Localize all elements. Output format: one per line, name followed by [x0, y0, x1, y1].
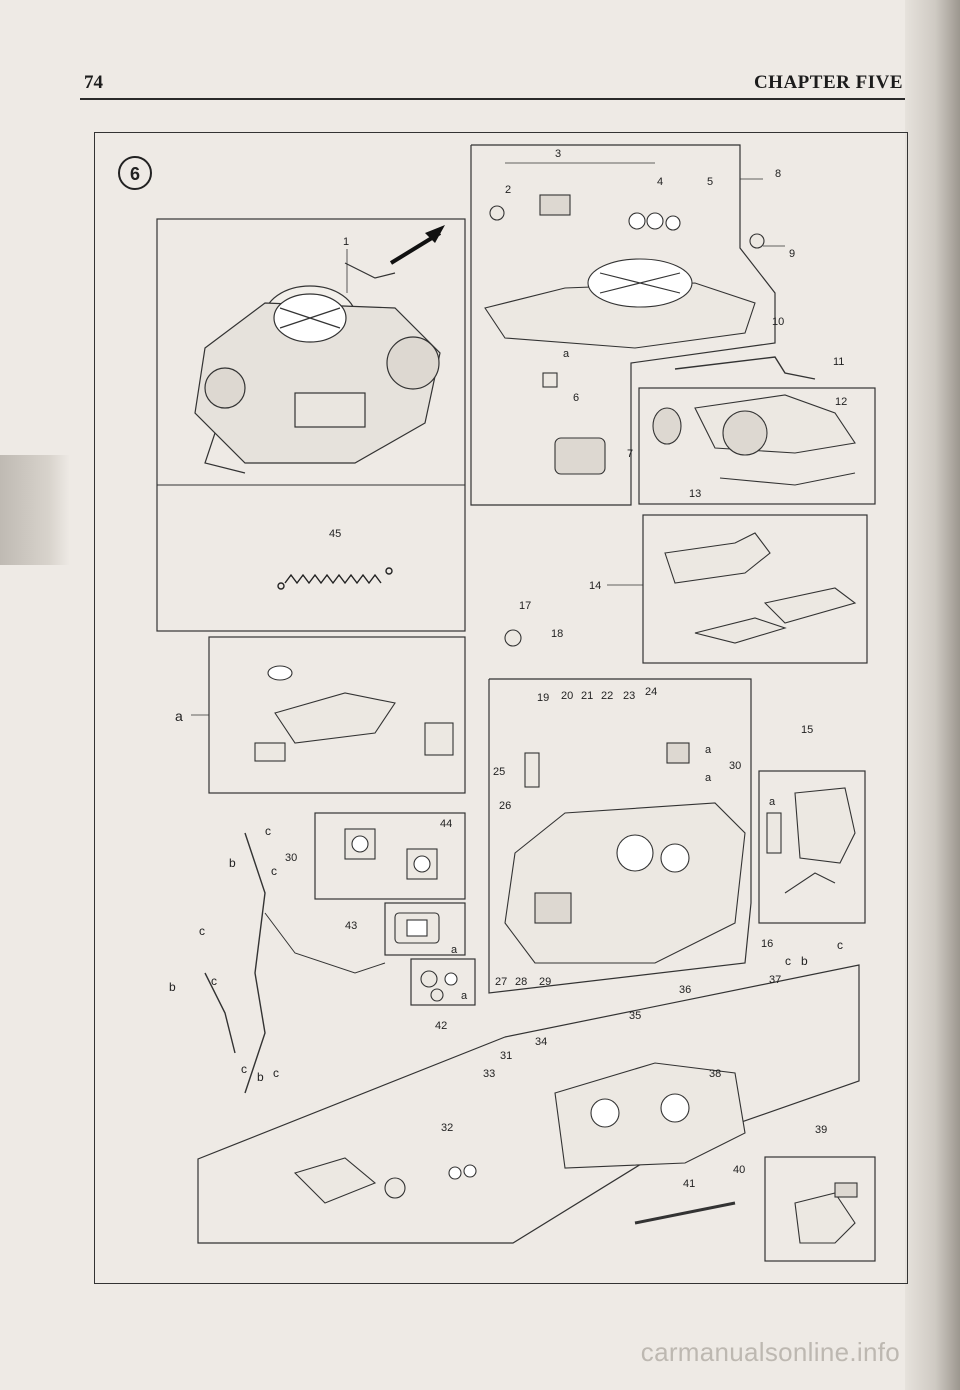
svg-text:b: b — [229, 856, 236, 870]
svg-text:43: 43 — [345, 920, 357, 932]
overhaul-kit-box: a — [175, 636, 466, 794]
chapter-title: CHAPTER FIVE — [753, 72, 903, 93]
svg-text:10: 10 — [772, 316, 784, 328]
svg-text:26: 26 — [499, 800, 511, 812]
svg-text:c: c — [837, 938, 843, 952]
svg-text:44: 44 — [440, 818, 452, 830]
svg-text:41: 41 — [683, 1178, 695, 1190]
svg-text:8: 8 — [775, 168, 781, 180]
svg-text:c: c — [241, 1062, 247, 1076]
svg-text:3: 3 — [555, 148, 561, 160]
carburetor-body-illustration — [194, 262, 441, 474]
svg-text:22: 22 — [601, 690, 613, 702]
svg-text:c: c — [271, 864, 277, 878]
svg-text:6: 6 — [573, 392, 579, 404]
svg-text:29: 29 — [539, 976, 551, 988]
svg-text:a: a — [769, 796, 776, 808]
svg-text:7: 7 — [627, 448, 633, 460]
svg-text:a: a — [563, 348, 570, 360]
svg-text:28: 28 — [515, 976, 527, 988]
page-number: 74 — [84, 72, 103, 93]
svg-text:a: a — [175, 708, 183, 724]
svg-text:14: 14 — [589, 580, 601, 592]
svg-text:12: 12 — [835, 396, 847, 408]
svg-text:c: c — [199, 924, 205, 938]
svg-text:30: 30 — [729, 760, 741, 772]
page-header: 74 CHAPTER FIVE — [80, 68, 905, 100]
svg-text:37: 37 — [769, 974, 781, 986]
svg-text:13: 13 — [689, 488, 701, 500]
exploded-diagram-frame: 6 1 45 — [94, 132, 908, 1284]
svg-text:25: 25 — [493, 766, 505, 778]
page-edge-shadow — [905, 0, 960, 1390]
svg-text:6: 6 — [130, 164, 140, 184]
svg-text:2: 2 — [505, 184, 511, 196]
svg-text:c: c — [273, 1066, 279, 1080]
svg-text:a: a — [451, 944, 458, 956]
svg-text:c: c — [265, 824, 271, 838]
check-valve-box: 42 a — [410, 958, 476, 1032]
svg-text:40: 40 — [733, 1164, 745, 1176]
svg-text:a: a — [705, 772, 712, 784]
svg-text:45: 45 — [329, 528, 341, 540]
main-body-box: 17 18 19 20 21 22 23 24 25 26 27 28 29 3… — [488, 600, 752, 994]
svg-text:21: 21 — [581, 690, 593, 702]
svg-text:15: 15 — [801, 724, 813, 736]
svg-text:4: 4 — [657, 176, 663, 188]
svg-text:42: 42 — [435, 1020, 447, 1032]
carburetor-exploded-diagram: 6 1 45 — [118, 144, 876, 1262]
svg-text:38: 38 — [709, 1068, 721, 1080]
svg-text:11: 11 — [833, 356, 844, 368]
svg-text:39: 39 — [815, 1124, 827, 1136]
svg-text:24: 24 — [645, 686, 657, 698]
top-cover-box: 3 2 4 5 8 9 a 6 7 — [470, 144, 795, 506]
linkage-14-box: 14 — [589, 514, 868, 664]
svg-text:18: 18 — [551, 628, 563, 640]
throttle-body-box: 31 32 33 34 35 36 37 38 40 41 — [197, 964, 860, 1244]
svg-text:32: 32 — [441, 1122, 453, 1134]
svg-text:b: b — [169, 980, 176, 994]
svg-text:b: b — [801, 954, 808, 968]
svg-text:36: 36 — [679, 984, 691, 996]
assembled-carburetor-box: 1 45 — [156, 218, 466, 632]
solenoid-box: 39 — [764, 1124, 876, 1262]
svg-text:1: 1 — [343, 236, 349, 248]
left-linkage: b c c c b c c b c — [169, 824, 386, 1094]
svg-text:5: 5 — [707, 176, 713, 188]
spring-45-illustration — [277, 567, 393, 590]
svg-text:16: 16 — [761, 938, 773, 950]
diaphragm-box: 30 44 — [285, 812, 466, 900]
figure-number-badge: 6 — [118, 156, 152, 190]
svg-text:27: 27 — [495, 976, 507, 988]
svg-text:34: 34 — [535, 1036, 547, 1048]
choke-group-box: 10 11 12 13 — [638, 316, 876, 505]
watermark-text: carmanualsonline.info — [640, 1337, 900, 1367]
svg-text:c: c — [211, 974, 217, 988]
svg-text:31: 31 — [500, 1050, 512, 1062]
page-tab-mark — [0, 455, 70, 565]
svg-text:33: 33 — [483, 1068, 495, 1080]
accelerator-pump-box: 15 a 16 c b c — [758, 724, 866, 968]
svg-text:b: b — [257, 1070, 264, 1084]
svg-text:17: 17 — [519, 600, 531, 612]
svg-text:35: 35 — [629, 1010, 641, 1022]
svg-text:20: 20 — [561, 690, 573, 702]
gasket-box: 43 a — [345, 902, 466, 956]
svg-text:c: c — [785, 954, 791, 968]
svg-text:9: 9 — [789, 248, 795, 260]
svg-text:30: 30 — [285, 852, 297, 864]
svg-text:19: 19 — [537, 692, 549, 704]
svg-text:a: a — [705, 744, 712, 756]
svg-text:23: 23 — [623, 690, 635, 702]
svg-text:a: a — [461, 990, 468, 1002]
